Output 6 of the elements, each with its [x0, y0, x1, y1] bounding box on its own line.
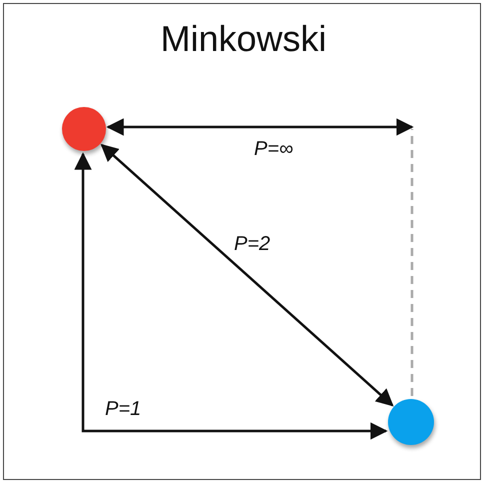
- point-marker: [62, 107, 106, 151]
- arrow: [74, 152, 388, 440]
- point-marker: [388, 399, 434, 445]
- diagram-title: Minkowski: [159, 18, 328, 60]
- arrow: [106, 118, 414, 396]
- arrow: [100, 144, 394, 406]
